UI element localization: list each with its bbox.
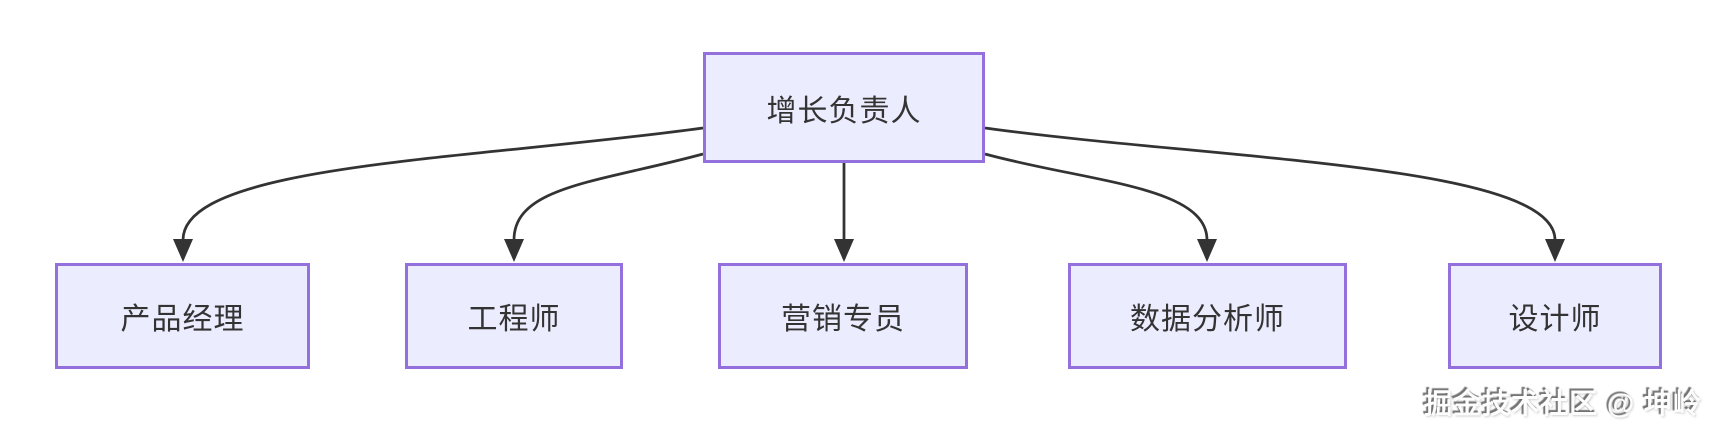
node-marketing-specialist: 营销专员 (718, 263, 968, 369)
edge-root-to-engineer (512, 152, 704, 241)
node-data-analyst-label: 数据分析师 (1130, 303, 1285, 336)
node-product-manager: 产品经理 (55, 263, 310, 369)
node-engineer-label: 工程师 (467, 303, 561, 336)
watermark: 掘金技术社区 @ 坤岭 (1424, 388, 1702, 419)
node-designer: 设计师 (1448, 263, 1662, 369)
node-product-manager-label: 产品经理 (120, 303, 245, 336)
edge-root-to-product-manager (181, 126, 704, 241)
edge-root-to-designer (984, 126, 1557, 241)
arrowhead-designer (1545, 239, 1565, 262)
node-engineer: 工程师 (405, 263, 623, 369)
node-data-analyst: 数据分析师 (1068, 263, 1347, 369)
arrowhead-marketing-specialist (834, 239, 854, 262)
node-growth-lead: 增长负责人 (703, 52, 985, 163)
arrowhead-data-analyst (1197, 239, 1217, 262)
node-designer-label: 设计师 (1508, 303, 1602, 336)
node-growth-lead-label: 增长负责人 (766, 94, 922, 128)
node-marketing-specialist-label: 营销专员 (781, 303, 905, 336)
edge-root-to-data-analyst (984, 152, 1209, 241)
arrowhead-engineer (504, 239, 524, 262)
arrowhead-product-manager (173, 239, 193, 262)
